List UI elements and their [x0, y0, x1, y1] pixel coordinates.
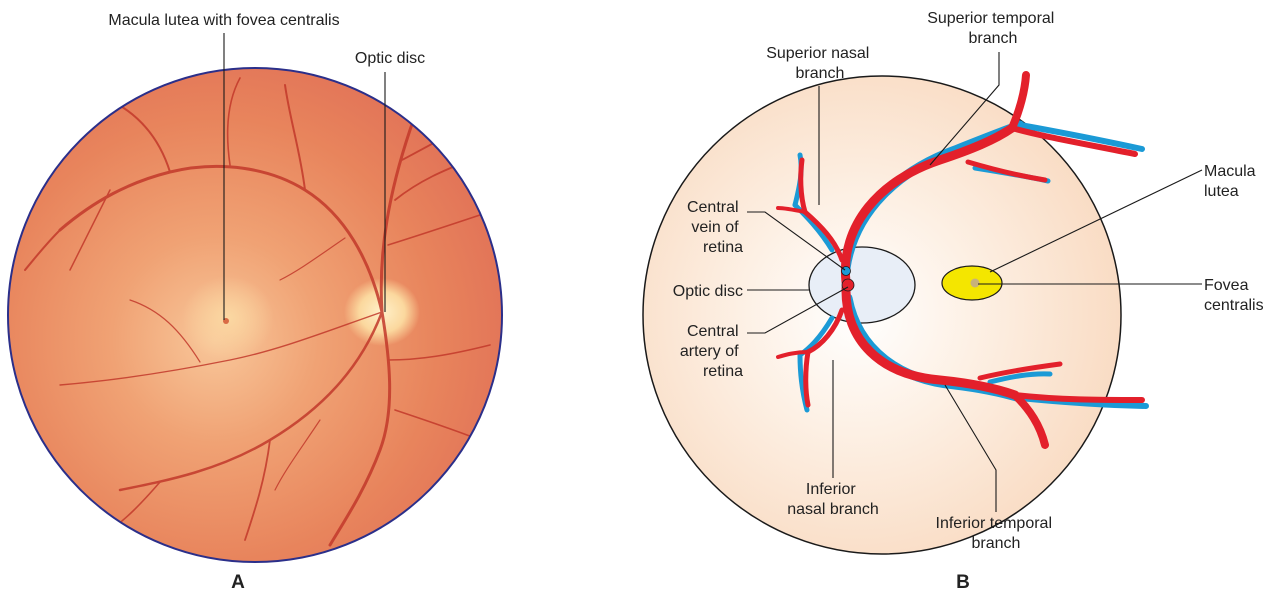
panel-letter-b: B [956, 572, 970, 593]
label-optic-disc-b: Optic disc [673, 283, 743, 300]
label-fovea-centralis: Fovea centralis [1204, 277, 1264, 314]
fovea-centralis-dot [971, 279, 980, 288]
retina-schematic [643, 75, 1146, 554]
fundus-photo [8, 68, 502, 562]
label-superior-nasal: Superior nasal branch [766, 45, 874, 82]
label-optic-disc-a: Optic disc [355, 50, 425, 67]
label-superior-temporal: Superior temporal branch [927, 10, 1059, 47]
panel-letter-a: A [231, 572, 245, 593]
optic-disc-shape [809, 247, 915, 323]
label-macula-lutea: Macula lutea [1204, 163, 1260, 200]
macula-glow [182, 276, 274, 360]
label-macula-fovea: Macula lutea with fovea centralis [108, 12, 339, 29]
